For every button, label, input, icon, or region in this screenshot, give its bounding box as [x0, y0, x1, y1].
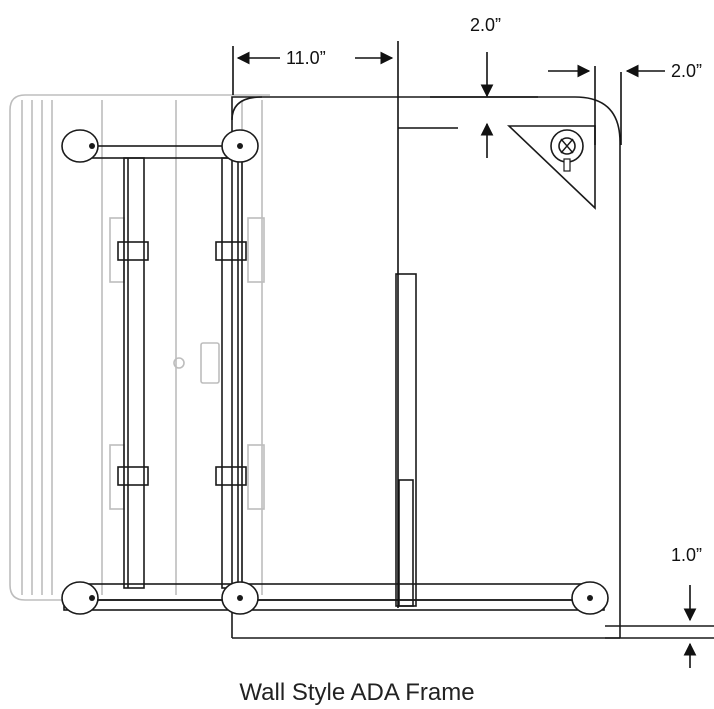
dimension-label-right-gap: 2.0”	[671, 61, 702, 81]
top-right-pod	[221, 129, 259, 163]
diagram-caption: Wall Style ADA Frame	[239, 679, 474, 706]
bottom-right-pod	[571, 581, 609, 615]
back-panel-outline	[231, 96, 621, 638]
dimension-label-top-gap: 2.0”	[470, 15, 501, 35]
bottom-center-pod	[221, 581, 259, 615]
top-left-pod	[61, 129, 99, 163]
back-panel-left-curve	[231, 96, 263, 121]
dimension-label-top-left: 11.0”	[286, 48, 326, 68]
dimension-label-bottom-gap: 1.0”	[671, 545, 702, 565]
triangle-mount-plate	[507, 125, 596, 210]
bottom-left-pod	[61, 581, 99, 615]
ghost-wall-panel	[9, 94, 270, 601]
frame-rails	[63, 145, 714, 639]
dimension-lines	[232, 41, 697, 668]
